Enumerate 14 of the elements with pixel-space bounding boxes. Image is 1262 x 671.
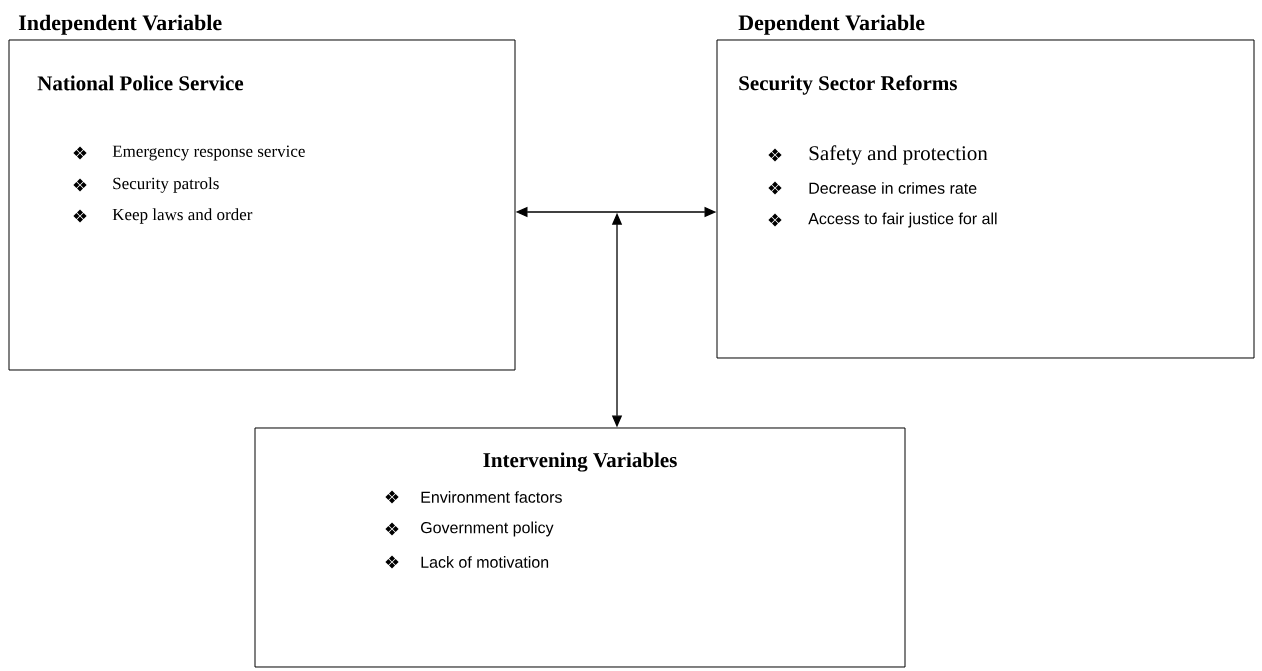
heading: Dependent Variable: [738, 14, 925, 35]
box-title: Security Sector Reforms: [739, 75, 957, 95]
bullet-item: Safety and protection: [809, 145, 988, 165]
box-title: Intervening Variables: [483, 452, 677, 472]
bullet-item: Decrease in crimes rate: [809, 182, 977, 194]
bullet-item: Government policy: [421, 521, 554, 537]
bullet-item: Security patrols: [113, 177, 219, 193]
box-title: National Police Service: [37, 75, 244, 91]
heading: Independent Variable: [18, 14, 222, 35]
bullet-item: Lack of motivation: [421, 556, 549, 568]
bullet-item: Access to fair justice for all: [808, 212, 997, 228]
bullet-item: Emergency response service: [112, 145, 305, 161]
bullet-item: Keep laws and order: [112, 208, 253, 224]
bullet-item: Environment factors: [421, 491, 562, 503]
